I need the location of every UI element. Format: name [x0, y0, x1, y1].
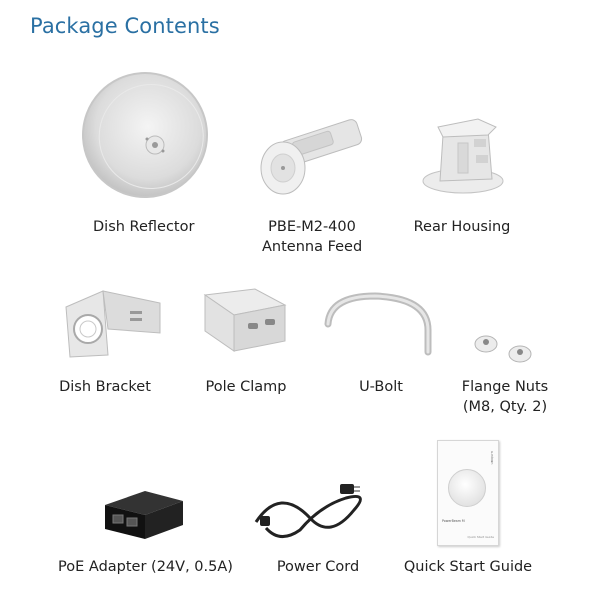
- flange-nuts-label: Flange Nuts (M8, Qty. 2): [455, 377, 555, 417]
- label-line: PoE Adapter (24V, 0.5A): [58, 559, 233, 575]
- label-line: Flange Nuts: [461, 379, 549, 395]
- label-line: Dish Reflector: [93, 219, 195, 235]
- dish-bracket-image: [65, 290, 161, 358]
- label-line: Rear Housing: [413, 219, 511, 235]
- label-line: (M8, Qty. 2): [462, 399, 548, 415]
- pole-clamp-label: Pole Clamp: [196, 377, 296, 397]
- dish-bracket-label: Dish Bracket: [55, 377, 155, 397]
- flange-nuts-image: [474, 335, 532, 363]
- dish-reflector-label: Dish Reflector: [93, 217, 195, 237]
- poe-adapter-label: PoE Adapter (24V, 0.5A): [58, 557, 233, 577]
- antenna-feed-image: [260, 119, 363, 195]
- label-line: PBE-M2-400: [268, 219, 356, 235]
- u-bolt-image: [324, 292, 432, 356]
- power-cord-image: [254, 484, 362, 538]
- pole-clamp-image: [203, 288, 287, 352]
- quick-start-guide-image: UBIQUITI PowerBeam M Quick Start Guide: [437, 440, 499, 546]
- guide-product: PowerBeam M: [442, 519, 465, 523]
- rear-housing-label: Rear Housing: [412, 217, 512, 237]
- rear-housing-image: [422, 118, 504, 194]
- label-line: U-Bolt: [359, 379, 403, 395]
- label-line: Dish Bracket: [59, 379, 151, 395]
- power-cord-label: Power Cord: [268, 557, 368, 577]
- guide-brand: UBIQUITI: [490, 451, 494, 465]
- label-line: Antenna Feed: [262, 239, 363, 255]
- guide-dish-illustration: [448, 469, 486, 507]
- dish-reflector-image: [82, 72, 208, 198]
- antenna-feed-label: PBE-M2-400 Antenna Feed: [262, 217, 362, 257]
- guide-subtitle: Quick Start Guide: [467, 535, 494, 539]
- page-title: Package Contents: [30, 14, 220, 38]
- quick-start-guide-label: Quick Start Guide: [402, 557, 534, 577]
- label-line: Power Cord: [276, 559, 360, 575]
- label-line: Quick Start Guide: [403, 559, 533, 575]
- poe-adapter-image: [105, 491, 183, 539]
- u-bolt-label: U-Bolt: [331, 377, 431, 397]
- label-line: Pole Clamp: [205, 379, 287, 395]
